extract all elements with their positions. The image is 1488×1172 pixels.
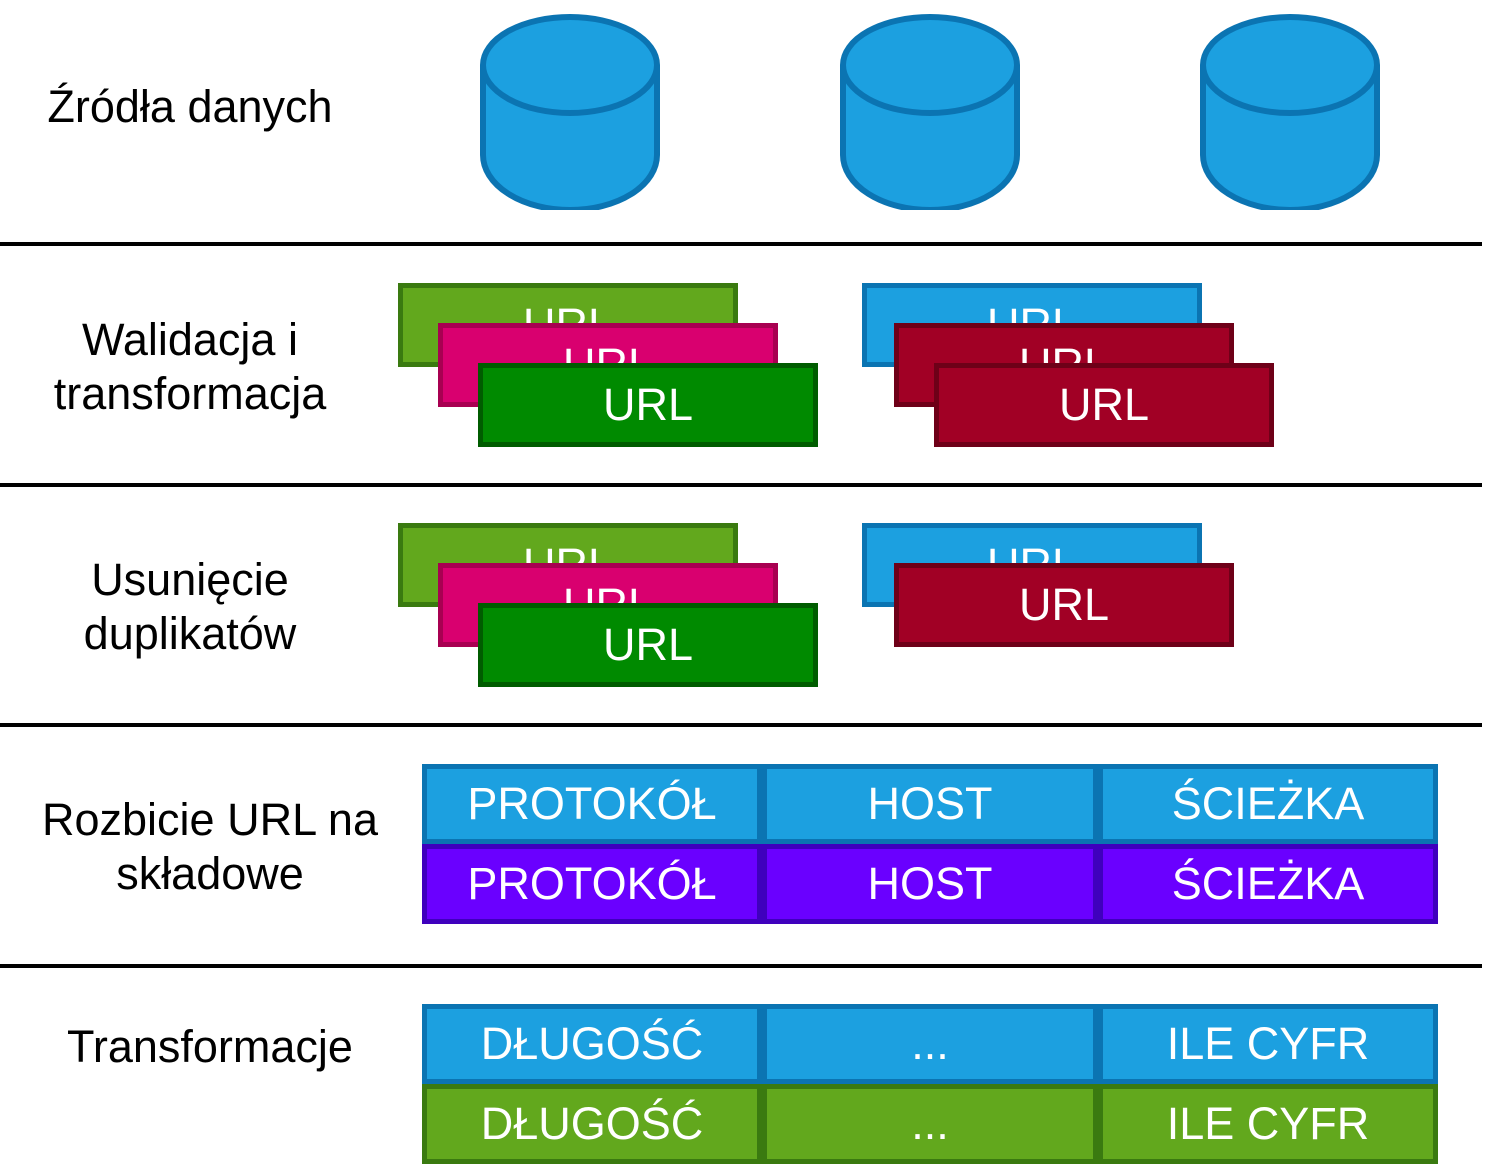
url-card: URL [478,363,818,447]
url-card: URL [478,603,818,687]
database-icon [840,14,1020,210]
url-card: URL [934,363,1274,447]
table-cell: ILE CYFR [1098,1004,1438,1084]
table-cell: PROTOKÓŁ [422,764,762,844]
table-cell: DŁUGOŚĆ [422,1004,762,1084]
table-cell: ŚCIEŻKA [1098,764,1438,844]
url-components-table: PROTOKÓŁ HOST ŚCIEŻKA PROTOKÓŁ HOST ŚCIE… [422,764,1438,924]
row-divider [0,964,1482,968]
url-card: URL [894,563,1234,647]
row-label-dedup: Usunięcie duplikatów [83,554,297,659]
row-label-sources: Źródła danych [47,81,333,132]
row-divider [0,242,1482,246]
row-label-transforms: Transformacje [67,1021,353,1072]
table-cell: ... [762,1084,1098,1164]
row-label-split: Rozbicie URL na składowe [42,794,378,899]
database-icon [480,14,660,210]
table-cell: HOST [762,844,1098,924]
table-cell: PROTOKÓŁ [422,844,762,924]
table-cell: ... [762,1004,1098,1084]
row-label-validation: Walidacja i transformacja [53,314,327,419]
row-divider [0,723,1482,727]
table-cell: ILE CYFR [1098,1084,1438,1164]
table-cell: ŚCIEŻKA [1098,844,1438,924]
row-divider [0,483,1482,487]
table-cell: DŁUGOŚĆ [422,1084,762,1164]
database-icon [1200,14,1380,210]
table-cell: HOST [762,764,1098,844]
transformations-table: DŁUGOŚĆ ... ILE CYFR DŁUGOŚĆ ... ILE CYF… [422,1004,1438,1164]
